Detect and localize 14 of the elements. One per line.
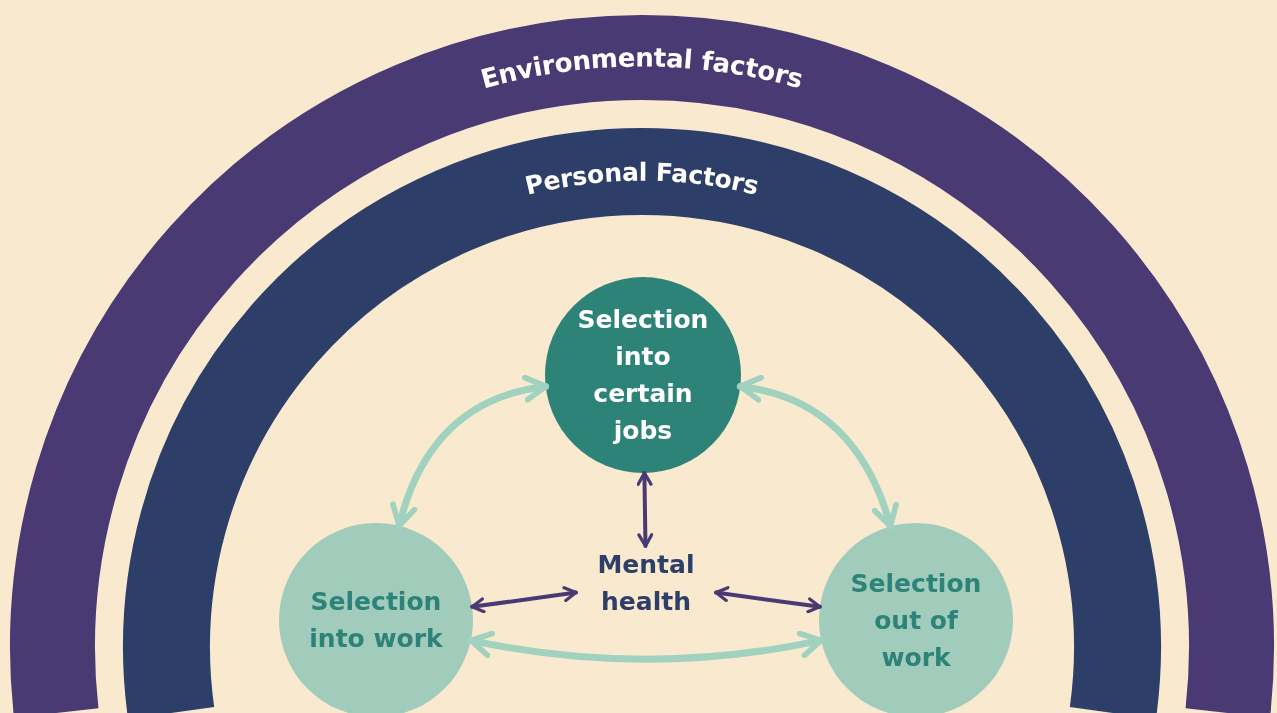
node-label: Selection out of work	[849, 567, 983, 674]
double-arrow	[390, 375, 550, 530]
double-arrow	[714, 586, 822, 614]
double-arrow	[736, 375, 899, 530]
double-arrow	[636, 471, 654, 548]
arc-band	[123, 128, 1161, 713]
arc-band	[10, 15, 1274, 713]
band-label: Personal Factors	[522, 157, 762, 201]
band-label: Environmental factors	[477, 42, 807, 95]
node-label: Selection into work	[308, 586, 444, 655]
double-arrow	[470, 586, 578, 614]
center-label: Mental health	[576, 546, 716, 620]
double-arrow	[467, 630, 825, 663]
node-label: Selection into certain jobs	[576, 304, 710, 447]
